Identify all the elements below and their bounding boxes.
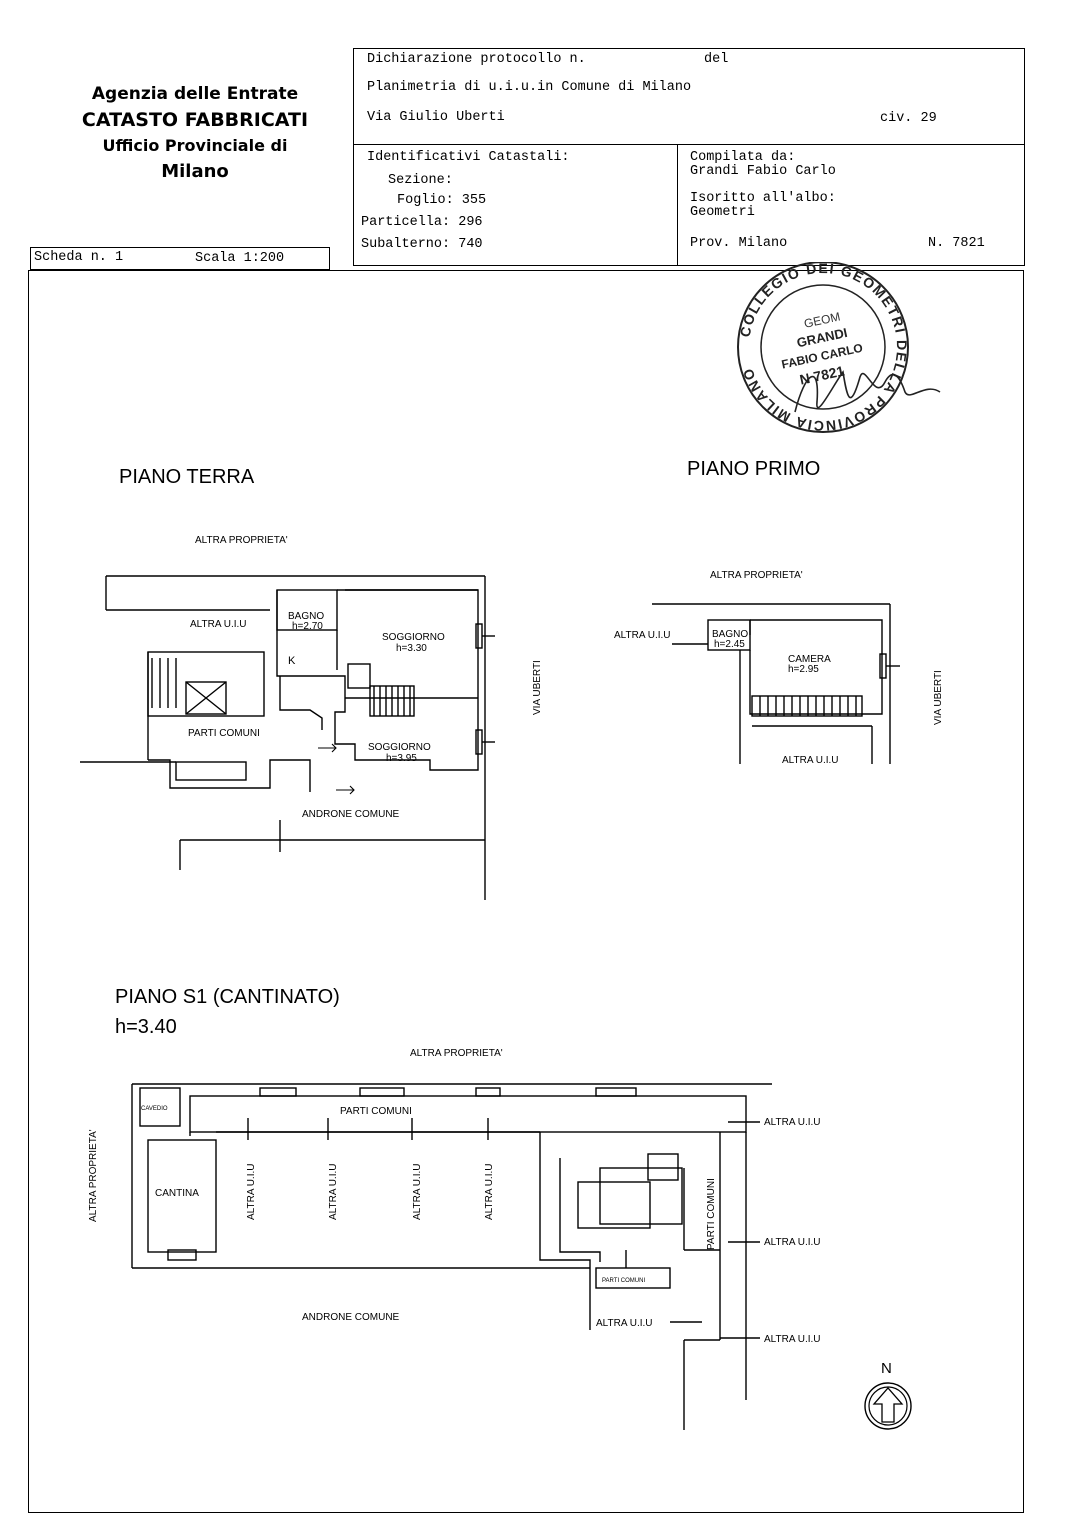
identificativi-title: Identificativi Catastali: — [367, 150, 570, 165]
s1-cantina: CANTINA — [155, 1188, 199, 1199]
iscritto-label: Isoritto all'albo: — [690, 191, 836, 206]
s1-parti-comuni-top: PARTI COMUNI — [340, 1106, 412, 1117]
pt-via-uberti: VIA UBERTI — [532, 660, 543, 715]
pt-soggiorno1-h: h=3.30 — [396, 643, 427, 654]
pt-parti-comuni: PARTI COMUNI — [188, 728, 260, 739]
pp-camera-h: h=2.95 — [788, 664, 819, 675]
s1-right-uiu-2: ALTRA U.I.U — [764, 1237, 821, 1248]
compilata-label: Compilata da: — [690, 150, 796, 165]
pt-kitchen-k: K — [288, 655, 296, 667]
piano-terra-title: PIANO TERRA — [119, 466, 255, 488]
via-line: Via Giulio Uberti — [367, 110, 505, 125]
pt-altra-uiu: ALTRA U.I.U — [190, 619, 247, 630]
albo-value: Geometri — [690, 205, 755, 220]
s1-parti-comuni-right: PARTI COMUNI — [706, 1178, 717, 1250]
civ-line: civ. 29 — [880, 111, 937, 126]
sezione: Sezione: — [388, 173, 453, 188]
office-block: Agenzia delle Entrate CATASTO FABBRICATI… — [60, 82, 330, 186]
piano-s1-title: PIANO S1 (CANTINATO) — [115, 986, 340, 1008]
pp-altra-proprieta: ALTRA PROPRIETA' — [710, 570, 803, 581]
pt-altra-proprieta: ALTRA PROPRIETA' — [195, 535, 288, 546]
protocol-del: del — [704, 52, 729, 67]
pt-soggiorno2-h: h=3.95 — [386, 753, 417, 764]
compilata-box — [677, 144, 1025, 266]
protocol-label: Dichiarazione protocollo n. — [367, 52, 586, 67]
s1-right-uiu-1: ALTRA U.I.U — [764, 1117, 821, 1128]
piano-s1-plan: ALTRA PROPRIETA' ALTRA PROPRIETA' CAVEDI… — [88, 1048, 821, 1430]
pt-soggiorno1: SOGGIORNO — [382, 632, 445, 643]
s1-altra-proprieta-top: ALTRA PROPRIETA' — [410, 1048, 503, 1059]
s1-altra-uiu-2: ALTRA U.I.U — [328, 1164, 339, 1221]
foglio: Foglio: 355 — [397, 193, 487, 208]
particella: Particella: 296 — [361, 215, 483, 230]
s1-parti-comuni-small: PARTI COMUNI — [602, 1278, 645, 1284]
professional-stamp: COLLEGIO DEI GEOMETRI DELLA PROVINCIA MI… — [737, 262, 941, 434]
north-label: N — [881, 1360, 892, 1377]
drawing-frame — [28, 270, 1024, 1513]
piano-primo-plan: ALTRA PROPRIETA' ALTRA U.I.U BAGNO h=2.4… — [614, 570, 944, 766]
pt-soggiorno2: SOGGIORNO — [368, 742, 431, 753]
albo-number: N. 7821 — [928, 236, 985, 251]
pt-bagno-h: h=2.70 — [292, 621, 323, 632]
pp-altra-uiu-left: ALTRA U.I.U — [614, 630, 671, 641]
piano-primo-title: PIANO PRIMO — [687, 458, 821, 480]
pp-altra-uiu-bottom: ALTRA U.I.U — [782, 755, 839, 766]
pt-bagno: BAGNO — [288, 611, 324, 622]
office-catasto: CATASTO FABBRICATI — [81, 109, 309, 131]
s1-androne: ANDRONE COMUNE — [302, 1312, 400, 1323]
signature-scribble — [794, 370, 941, 413]
piano-terra-plan: ALTRA PROPRIETA' ALTRA U.I.U BAGNO h=2.7… — [80, 535, 543, 900]
north-arrow-icon — [864, 1382, 912, 1430]
s1-altra-uiu-3: ALTRA U.I.U — [412, 1164, 423, 1221]
s1-altra-proprieta-left: ALTRA PROPRIETA' — [88, 1129, 99, 1222]
pt-androne: ANDRONE COMUNE — [302, 809, 400, 820]
s1-altra-uiu-4: ALTRA U.I.U — [484, 1164, 495, 1221]
compilata-name: Grandi Fabio Carlo — [690, 164, 836, 179]
office-city: Milano — [161, 161, 229, 182]
prov-value: Prov. Milano — [690, 236, 788, 251]
pp-bagno: BAGNO — [712, 629, 748, 640]
pp-camera: CAMERA — [788, 654, 831, 665]
pp-via-uberti: VIA UBERTI — [933, 670, 944, 725]
subalterno: Subalterno: 740 — [361, 237, 483, 252]
scala-label: Scala 1:200 — [195, 251, 285, 266]
planimetria-line: Planimetria di u.i.u.in Comune di Milano — [367, 80, 692, 95]
office-ufficio: Ufficio Provinciale di — [102, 136, 288, 155]
piano-s1-height: h=3.40 — [115, 1016, 177, 1038]
s1-right-uiu-3: ALTRA U.I.U — [764, 1334, 821, 1345]
scheda-box — [30, 247, 330, 270]
scheda-label: Scheda n. 1 — [34, 250, 124, 265]
s1-cavedio: CAVEDIO — [141, 1106, 168, 1112]
s1-altra-uiu-bottom: ALTRA U.I.U — [596, 1318, 653, 1329]
pp-bagno-h: h=2.45 — [714, 639, 745, 650]
office-agency: Agenzia delle Entrate — [91, 84, 299, 104]
s1-altra-uiu-1: ALTRA U.I.U — [246, 1164, 257, 1221]
